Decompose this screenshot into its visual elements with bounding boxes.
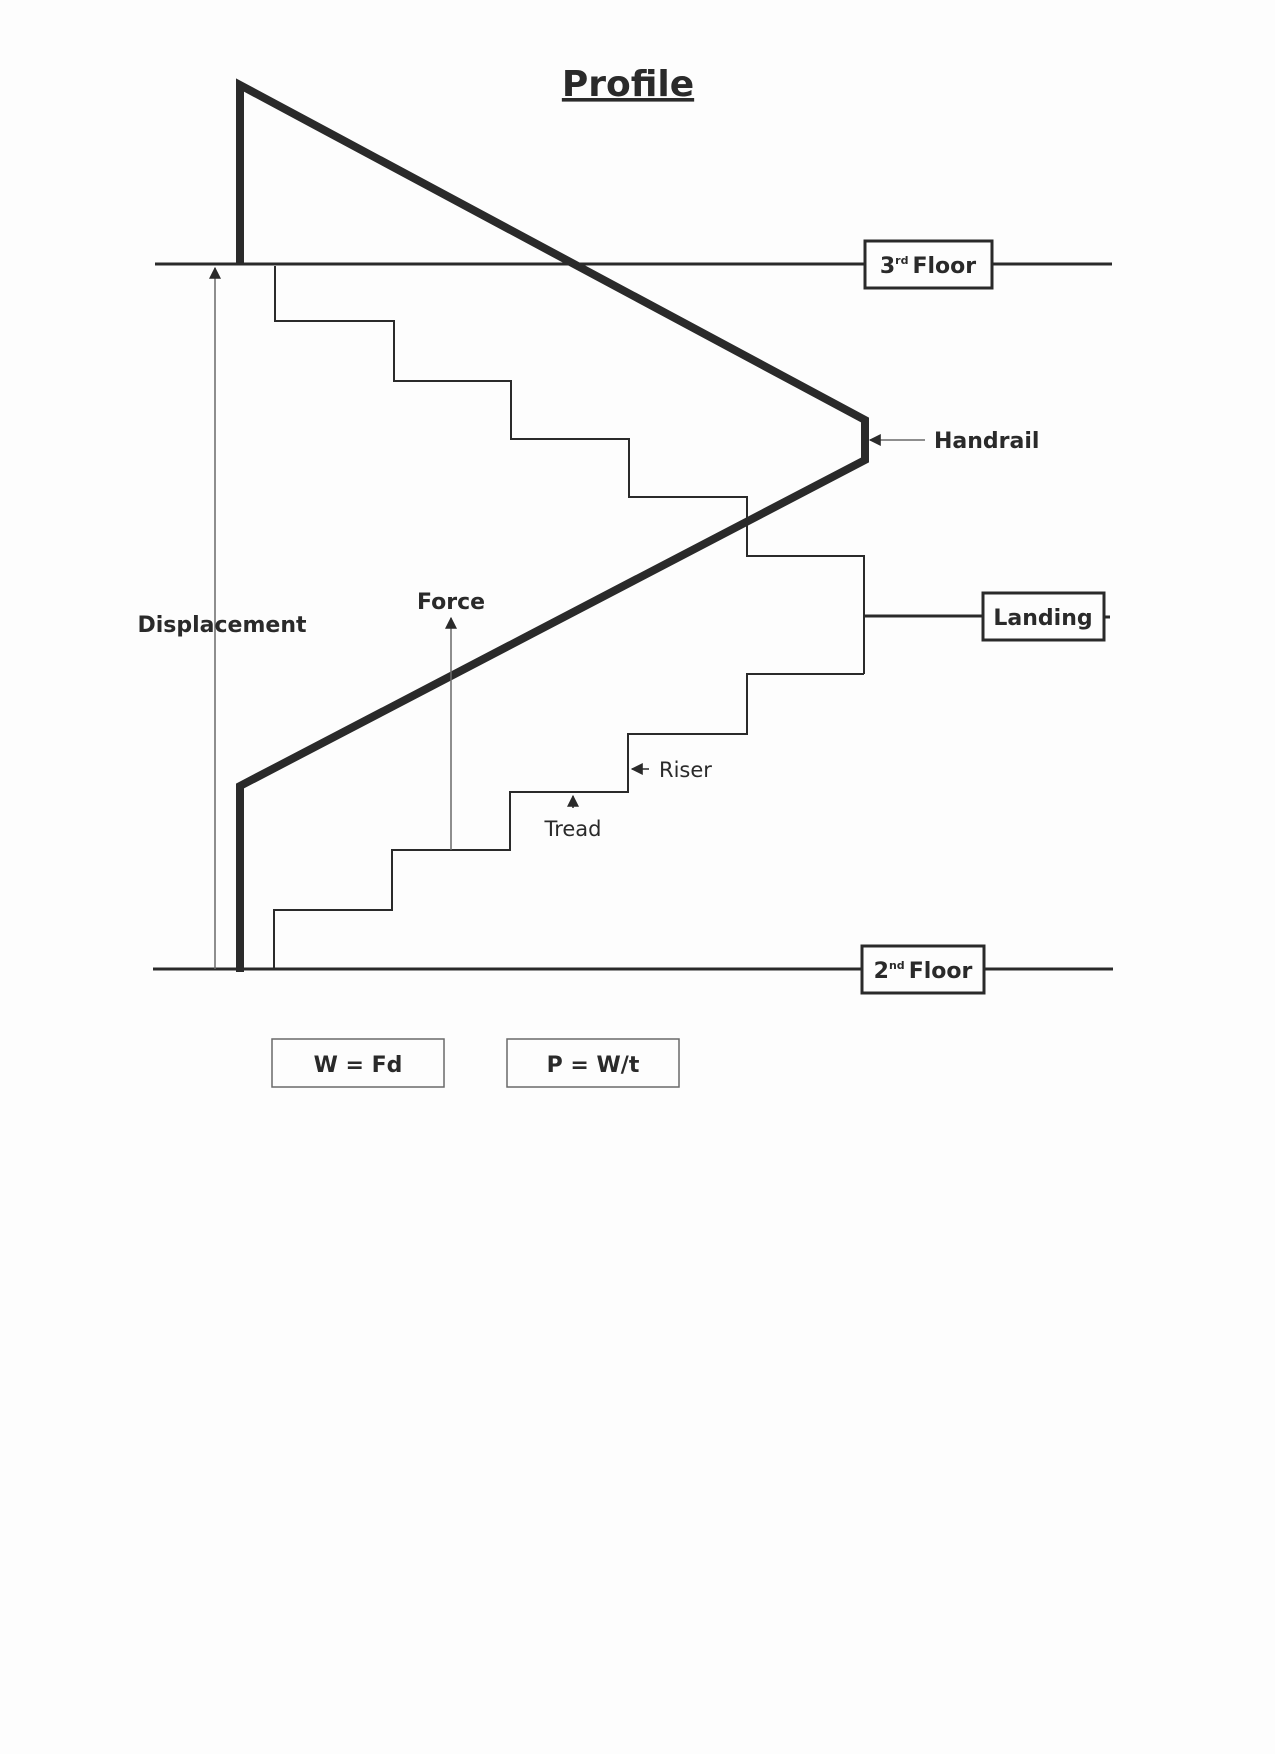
- handrail-label: Handrail: [934, 429, 1039, 454]
- work-formula-box: [271, 1038, 445, 1088]
- handrail-line: [236, 78, 869, 972]
- landing-label: Landing: [993, 606, 1092, 631]
- landing-label-box: [981, 591, 1106, 642]
- riser-label: Riser: [659, 758, 712, 782]
- lower-stair-flight: [273, 673, 864, 969]
- power-formula: P = W/t: [547, 1053, 640, 1078]
- power-formula-box: [506, 1038, 680, 1088]
- displacement-label: Displacement: [137, 613, 307, 638]
- force-label: Force: [417, 590, 485, 615]
- page-title: Profile: [562, 64, 694, 105]
- work-formula: W = Fd: [314, 1053, 403, 1078]
- third-floor-label-box: [863, 239, 994, 290]
- second-floor-label-box: [860, 944, 986, 995]
- tread-label: Tread: [543, 817, 601, 841]
- upper-stair-flight: [274, 266, 865, 674]
